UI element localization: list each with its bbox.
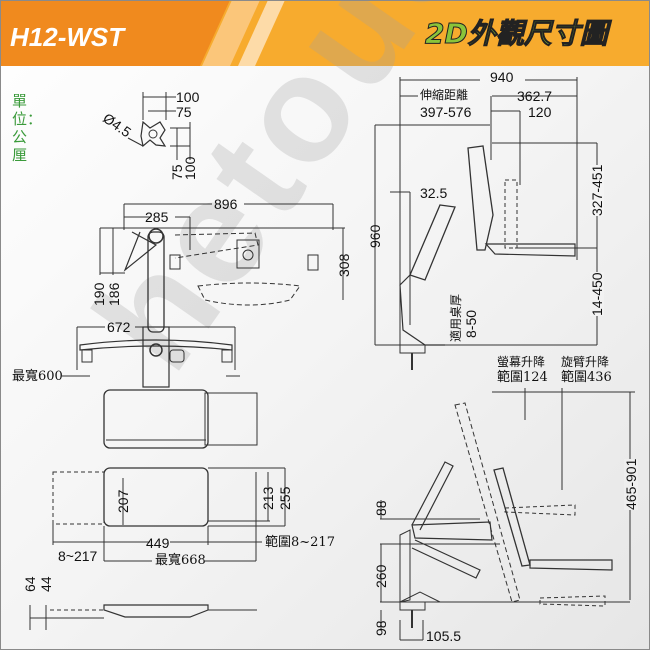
units-label: 單位：公厘 bbox=[12, 92, 43, 164]
screen-lift-range: 範圍124 bbox=[497, 370, 548, 385]
dim-896: 896 bbox=[214, 196, 238, 212]
dim-449: 449 bbox=[146, 535, 170, 551]
dim-120: 120 bbox=[528, 104, 552, 120]
reach-label: 伸縮距離 bbox=[420, 88, 469, 102]
slide-right-range: 範圍8~217 bbox=[265, 535, 335, 550]
model-title: H12-WST bbox=[10, 22, 125, 52]
dim-672: 672 bbox=[107, 319, 131, 335]
max-width-600: 最寬600 bbox=[12, 369, 63, 384]
header-stripes bbox=[0, 0, 285, 66]
max-width-668: 最寬668 bbox=[155, 553, 206, 568]
base-105-5: 105.5 bbox=[426, 628, 462, 644]
arm-lift-label: 旋臂升降 bbox=[561, 355, 610, 369]
tray-drawing bbox=[29, 389, 286, 630]
header-banner: H12-WST 2D外觀尺寸圖 bbox=[0, 0, 650, 66]
vesa-width-75: 75 bbox=[176, 104, 192, 120]
vesa-plate-drawing bbox=[127, 92, 191, 160]
diagram-title: 2D外觀尺寸圖 bbox=[425, 17, 609, 50]
dim-32-5: 32.5 bbox=[420, 185, 448, 201]
dim-285: 285 bbox=[145, 209, 169, 225]
dim-362-7: 362.7 bbox=[517, 88, 553, 104]
screen-lift-label: 螢幕升降 bbox=[497, 355, 546, 369]
slide-left-range: 8~217 bbox=[58, 548, 98, 564]
dim-940: 940 bbox=[490, 69, 514, 85]
vesa-width-100: 100 bbox=[176, 89, 200, 105]
reach-range: 397-576 bbox=[420, 104, 472, 120]
arm-lift-range: 範圍436 bbox=[561, 370, 612, 385]
top-view-drawing bbox=[62, 203, 345, 388]
range-view-drawing bbox=[380, 388, 635, 641]
